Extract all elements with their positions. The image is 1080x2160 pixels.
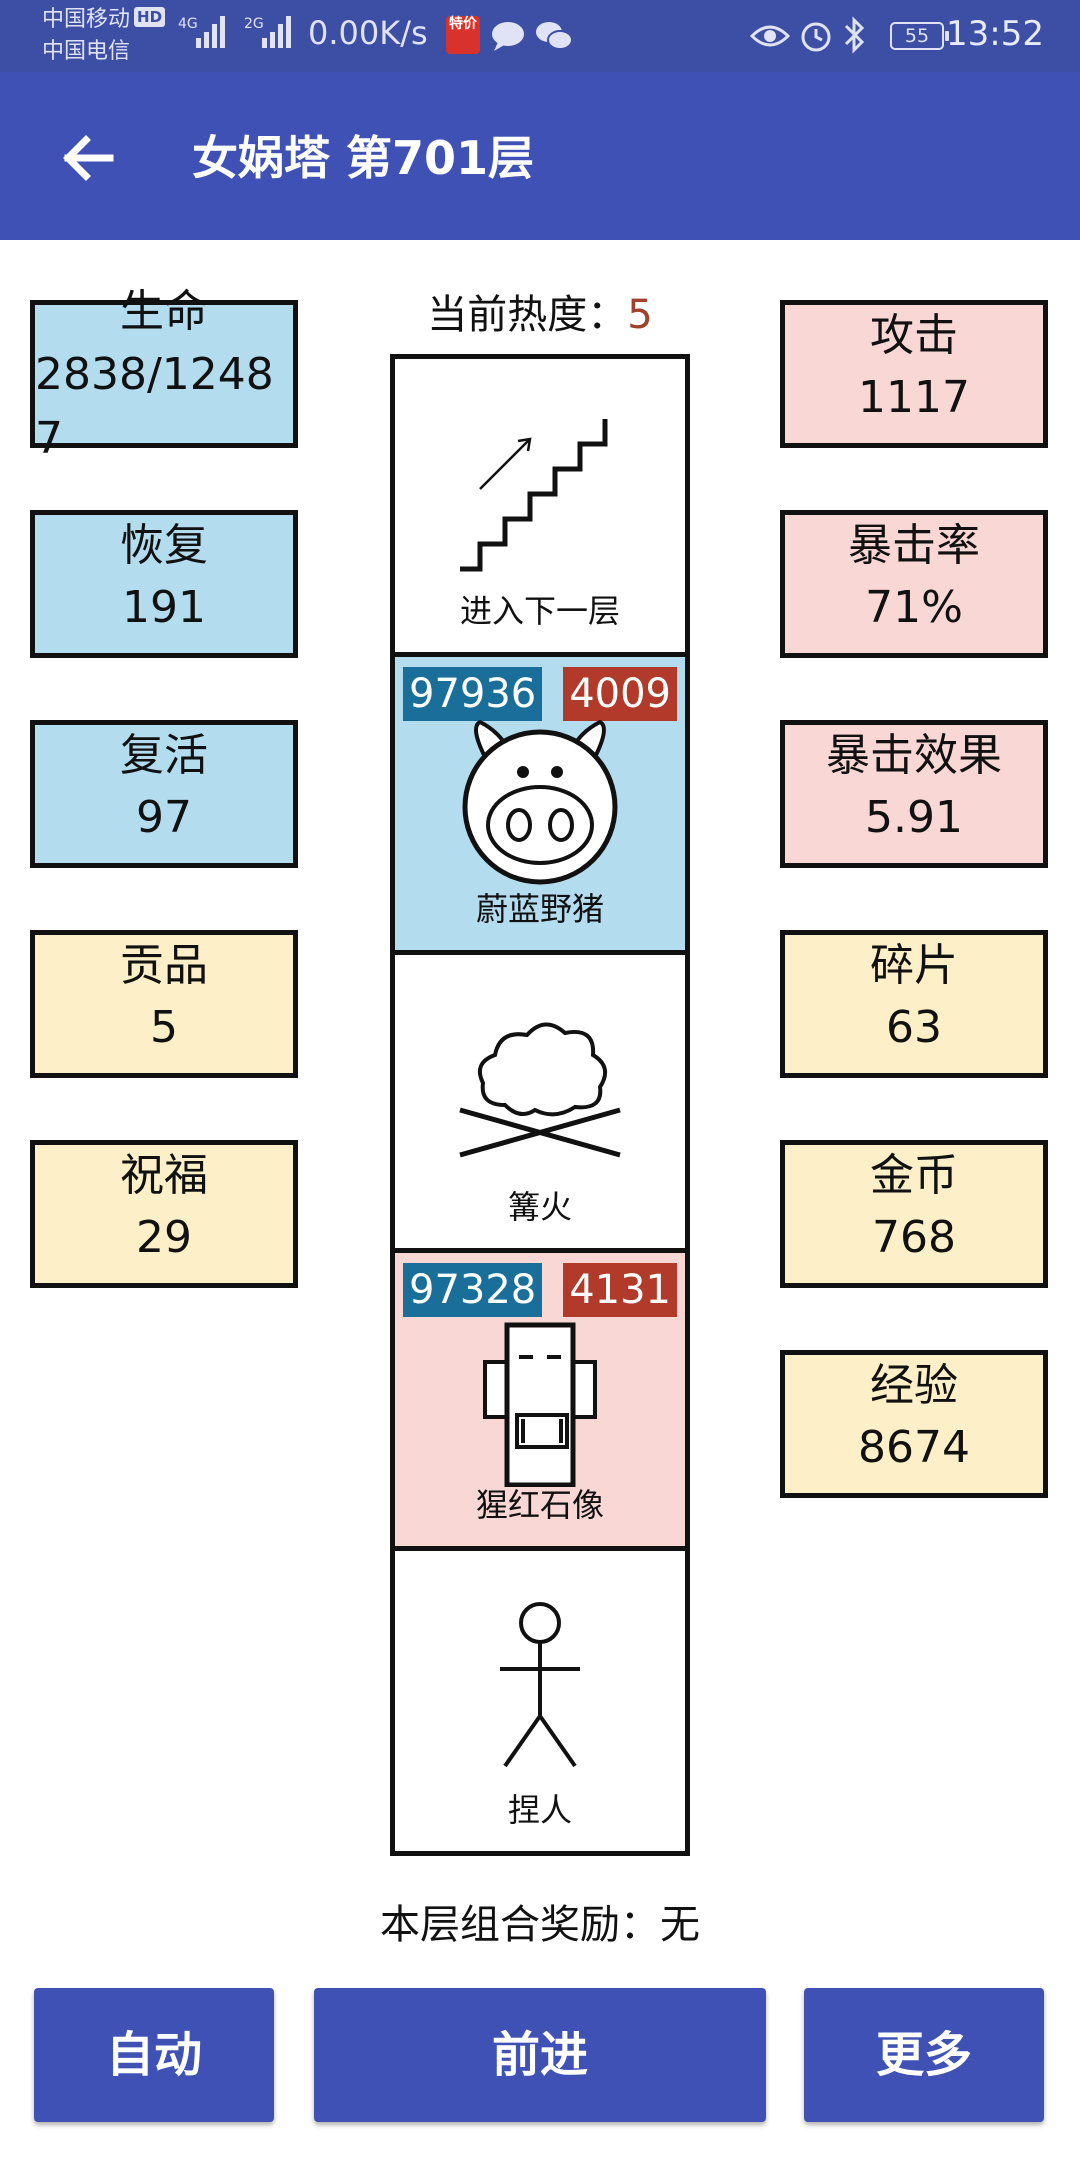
tower-cell-label: 篝火: [507, 1188, 572, 1226]
heat-indicator: 当前热度：5: [400, 282, 680, 340]
stat-label: 恢复: [120, 520, 208, 571]
stat-value: 29: [136, 1212, 192, 1263]
stone-statue-icon: [483, 1322, 597, 1487]
stat-revive: 复活 97: [30, 720, 298, 868]
stat-value: 63: [886, 1002, 942, 1053]
tower-cell-enemy-statue[interactable]: 97328 4131 猩红石像: [395, 1253, 685, 1551]
app-notification-icon: 特价: [446, 16, 480, 54]
stat-value: 71%: [865, 582, 963, 633]
auto-button[interactable]: 自动: [34, 1988, 274, 2122]
stat-label: 暴击效果: [826, 730, 1002, 781]
stat-value: 1117: [858, 372, 970, 423]
stat-label: 攻击: [870, 310, 958, 361]
enemy-hp-badge: 97328: [403, 1263, 543, 1317]
message-bubble-icon: [492, 22, 524, 51]
stick-figure-icon: [500, 1602, 580, 1768]
arrow-left-icon[interactable]: [58, 128, 118, 188]
stat-recovery: 恢复 191: [30, 510, 298, 658]
eye-icon: [750, 25, 790, 47]
stat-label: 暴击率: [848, 520, 980, 571]
heat-value: 5: [627, 292, 653, 338]
tower-cell-label: 捏人: [507, 1791, 572, 1829]
more-button[interactable]: 更多: [804, 1988, 1044, 2122]
signal-type-1: 4G: [178, 16, 198, 32]
stat-crit-rate: 暴击率 71%: [780, 510, 1048, 658]
signal-type-2: 2G: [244, 16, 264, 32]
heat-label: 当前热度：: [427, 292, 628, 338]
floor-combo-bonus: 本层组合奖励：无: [380, 1902, 700, 1948]
stat-value: 8674: [858, 1422, 970, 1473]
tower-cell-create-character[interactable]: 捏人: [395, 1551, 685, 1851]
carrier-1: 中国移动: [42, 7, 131, 32]
stat-label: 贡品: [120, 940, 208, 991]
stat-crit-effect: 暴击效果 5.91: [780, 720, 1048, 868]
clock: 13:52: [946, 14, 1044, 54]
tower-cell-label: 进入下一层: [459, 592, 620, 630]
wechat-icon: [536, 22, 573, 50]
stat-label: 碎片: [870, 940, 958, 991]
tower-cell-enemy-pig[interactable]: 97936 4009 蔚蓝野猪: [395, 657, 685, 955]
stat-label: 祝福: [120, 1150, 208, 1201]
stairs-up-icon: [460, 419, 608, 572]
tower: 进入下一层 97936 4009 蔚蓝野猪 篝火 97328 4131: [390, 354, 690, 1856]
stat-value: 5: [150, 1002, 178, 1053]
tower-cell-campfire[interactable]: 篝火: [395, 955, 685, 1253]
stat-blessing: 祝福 29: [30, 1140, 298, 1288]
tower-cell-label: 蔚蓝野猪: [475, 890, 604, 928]
stat-value: 2838/12487: [35, 349, 274, 464]
carrier-2: 中国电信: [42, 39, 131, 64]
stat-label: 生命: [120, 286, 208, 337]
stat-shards: 碎片 63: [780, 930, 1048, 1078]
battery-icon: 55: [890, 22, 949, 50]
stat-tribute: 贡品 5: [30, 930, 298, 1078]
hd-badge: HD: [134, 7, 166, 27]
enemy-attack-badge: 4009: [563, 667, 677, 721]
stat-value: 191: [122, 582, 206, 633]
alarm-icon: [801, 22, 831, 52]
pig-icon: [462, 719, 618, 885]
page-title: 女娲塔 第701层: [192, 131, 535, 185]
stat-life: 生命 2838/12487: [30, 286, 298, 464]
app-bar: 女娲塔 第701层: [0, 72, 1080, 240]
tower-cell-label: 猩红石像: [475, 1486, 604, 1524]
enemy-hp-badge: 97936: [403, 667, 543, 721]
stat-value: 768: [872, 1212, 956, 1263]
net-speed: 0.00K/s: [308, 14, 428, 52]
forward-button[interactable]: 前进: [314, 1988, 766, 2122]
stat-label: 金币: [870, 1150, 958, 1201]
stat-value: 5.91: [865, 792, 963, 843]
enemy-attack-badge: 4131: [563, 1263, 677, 1317]
tower-cell-next-floor[interactable]: 进入下一层: [395, 359, 685, 657]
stat-label: 经验: [870, 1360, 958, 1411]
stat-attack: 攻击 1117: [780, 300, 1048, 448]
bluetooth-icon: [844, 16, 865, 54]
stat-value: 97: [136, 792, 192, 843]
campfire-icon: [459, 1022, 621, 1158]
stat-label: 复活: [120, 730, 208, 781]
stat-experience: 经验 8674: [780, 1350, 1048, 1498]
stat-gold: 金币 768: [780, 1140, 1048, 1288]
